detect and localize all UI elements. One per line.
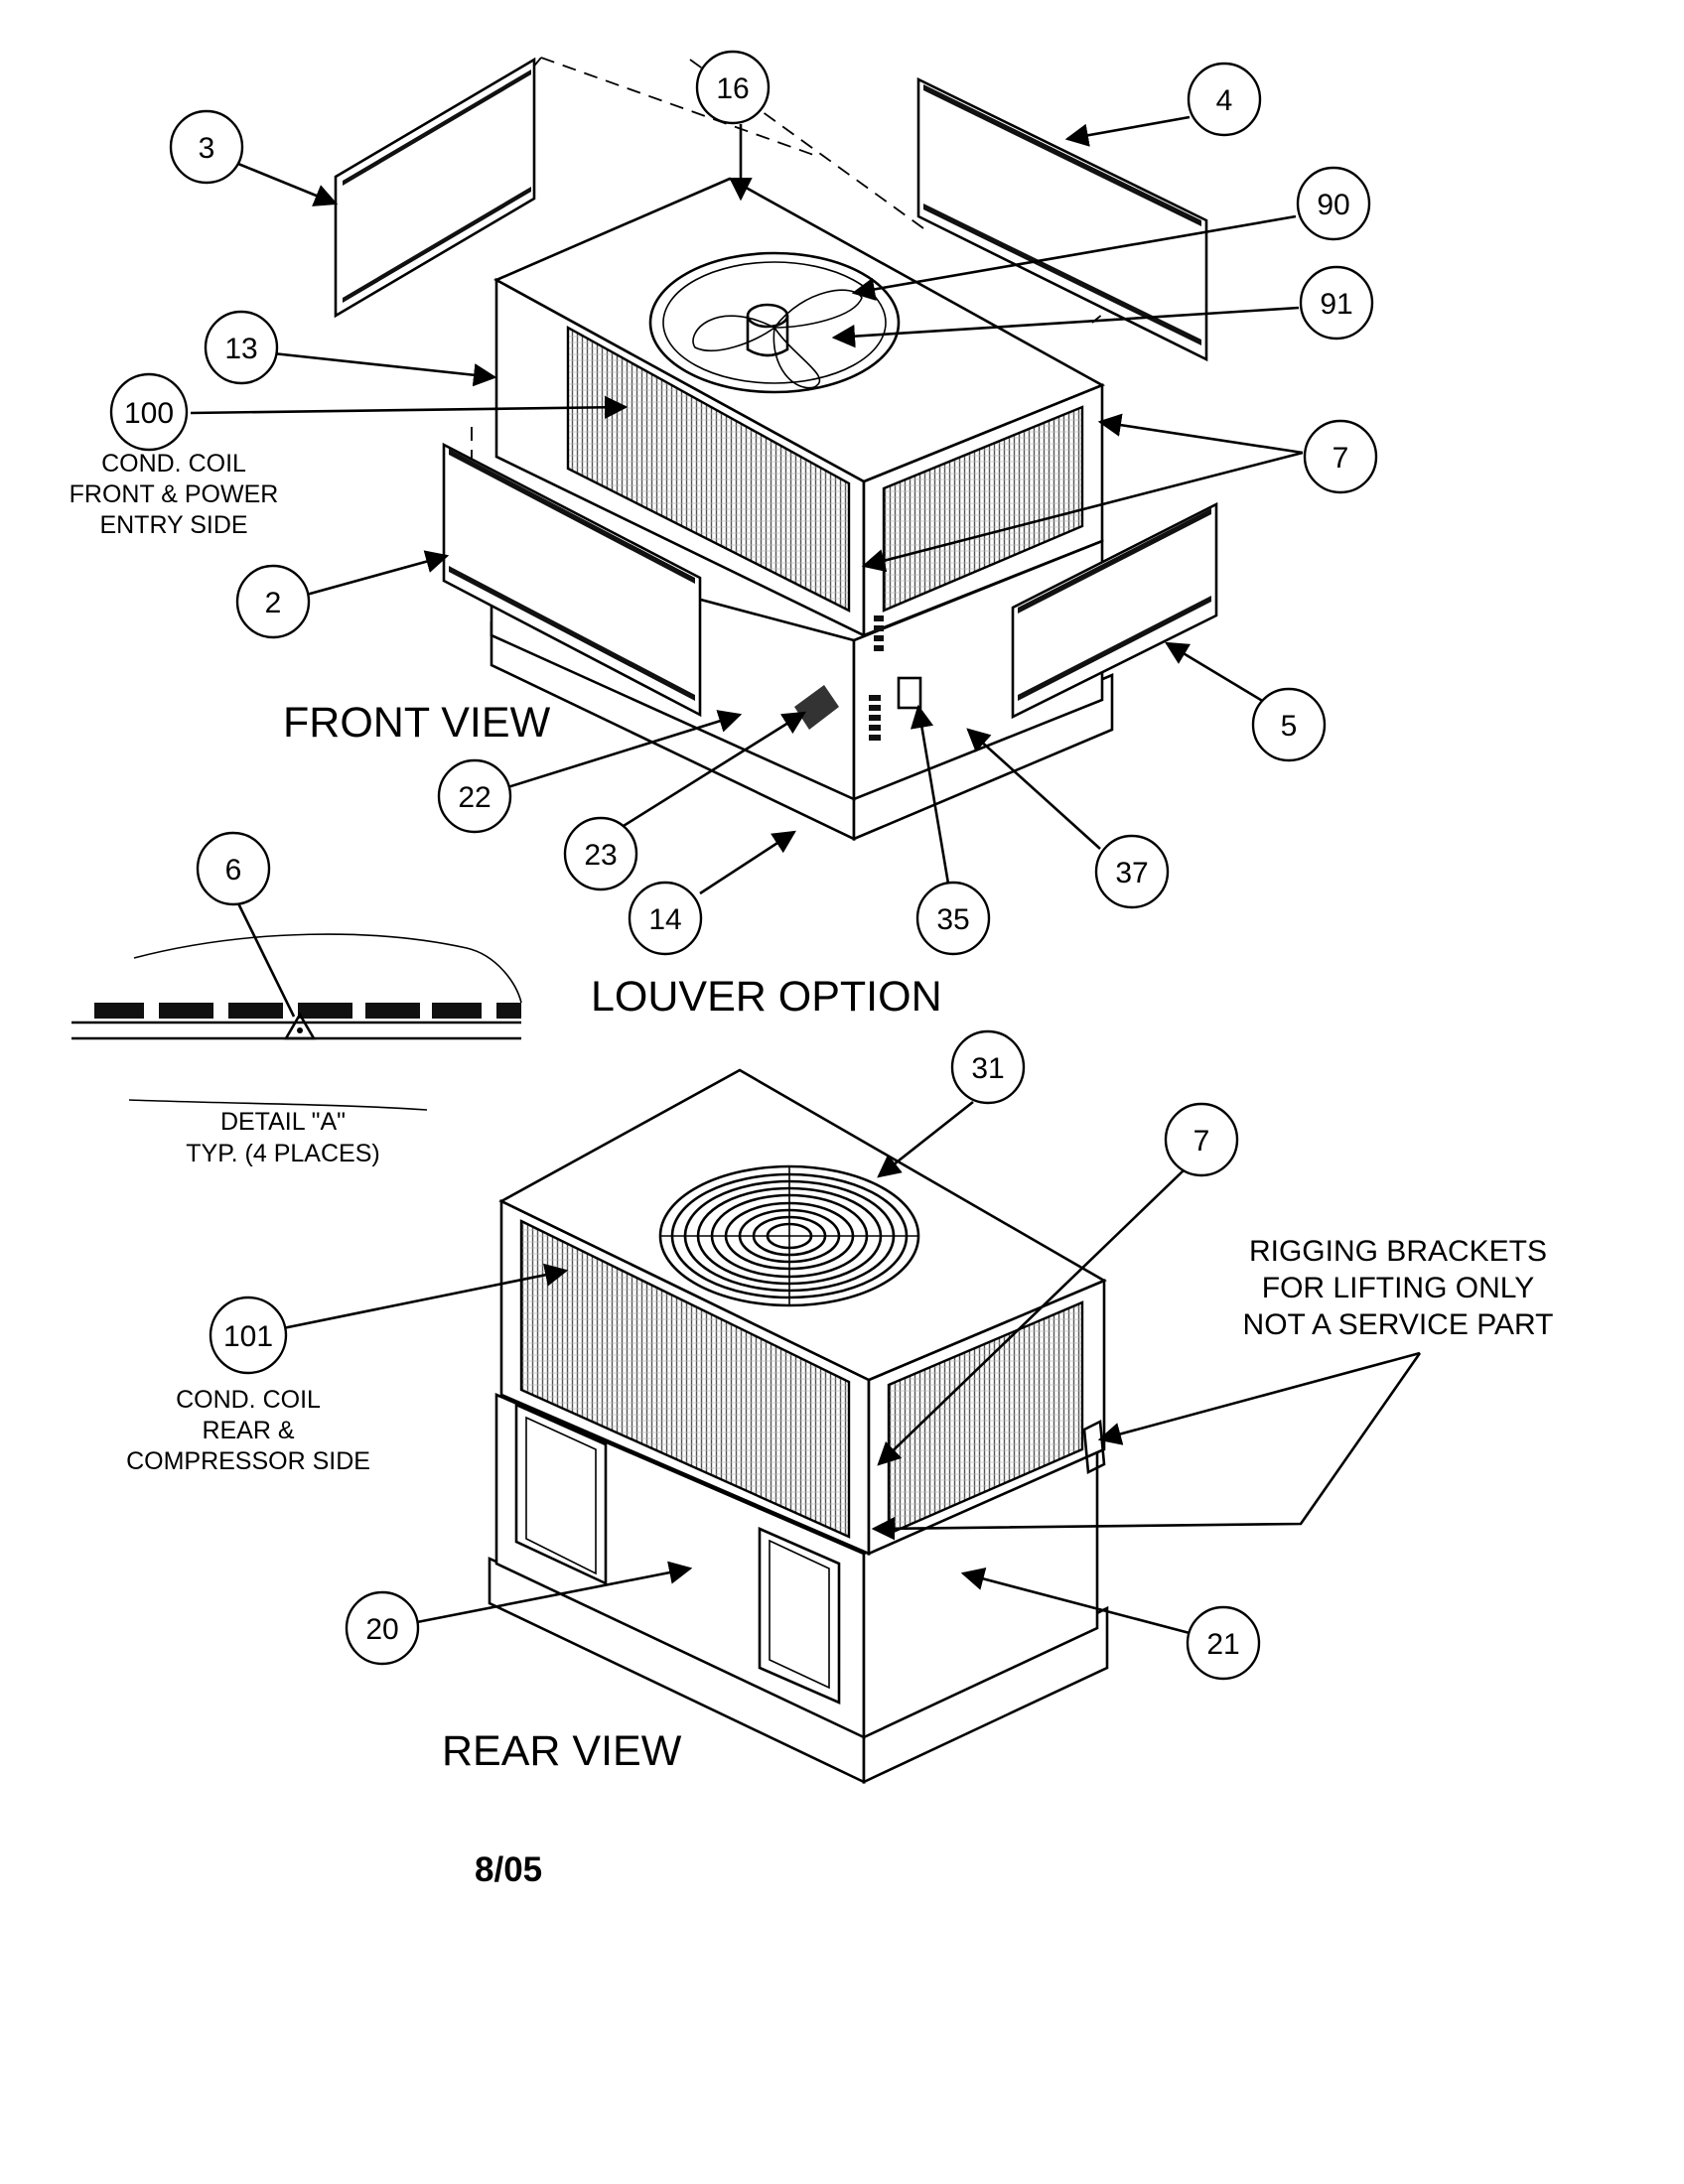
note-coil-rear: COND. COIL REAR & COMPRESSOR SIDE [126, 1386, 370, 1475]
callout-101: 101 [209, 1296, 288, 1375]
callout-91-label: 91 [1320, 288, 1352, 321]
callout-31: 31 [950, 1029, 1026, 1105]
rear-access-opening-right [758, 1527, 841, 1705]
rear-view-unit [488, 1068, 1109, 1785]
callout-5-label: 5 [1281, 710, 1298, 743]
callout-100-label: 100 [124, 397, 174, 430]
callout-16: 16 [695, 50, 771, 125]
note-rigging-line2: FOR LIFTING ONLY [1262, 1272, 1534, 1304]
callout-7-front-label: 7 [1333, 442, 1349, 475]
panel-4 [916, 76, 1208, 362]
callout-13-label: 13 [224, 333, 257, 365]
detail-louver-slots [94, 1003, 521, 1019]
callout-7-rear: 7 [1164, 1102, 1239, 1177]
callout-4: 4 [1187, 62, 1262, 137]
rear-access-opening-left [514, 1402, 608, 1586]
callout-101-label: 101 [223, 1320, 273, 1353]
callout-4-label: 4 [1216, 84, 1233, 117]
vent-slots-35 [869, 615, 884, 741]
note-coil-rear-line3: COMPRESSOR SIDE [126, 1447, 370, 1475]
callout-6-label: 6 [225, 854, 242, 887]
callout-7-front: 7 [1303, 419, 1378, 494]
callout-37: 37 [1094, 834, 1170, 909]
front-view-unit [334, 57, 1218, 842]
callout-2-label: 2 [265, 587, 282, 619]
callout-3-label: 3 [199, 132, 215, 165]
callout-23-label: 23 [584, 839, 617, 872]
note-coil-front-line2: FRONT & POWER [70, 480, 279, 508]
rigging-bracket [1082, 1419, 1106, 1475]
note-detail-a-line1: DETAIL "A" [220, 1108, 346, 1136]
note-coil-front-line1: COND. COIL [101, 450, 246, 478]
note-rigging-line1: RIGGING BRACKETS [1249, 1235, 1547, 1268]
louver-option-label: LOUVER OPTION [591, 973, 942, 1021]
callout-20-label: 20 [365, 1613, 398, 1646]
callout-22-label: 22 [458, 781, 491, 814]
callout-20: 20 [345, 1590, 420, 1666]
callout-16-label: 16 [716, 72, 749, 105]
panel-5 [1011, 501, 1218, 720]
note-coil-front-line3: ENTRY SIDE [99, 511, 247, 539]
note-detail-a-line2: TYP. (4 PLACES) [186, 1140, 379, 1167]
callout-91: 91 [1299, 265, 1374, 341]
callout-5: 5 [1251, 687, 1327, 762]
callout-6: 6 [196, 831, 271, 906]
rear-view-label: REAR VIEW [442, 1727, 682, 1775]
callout-37-label: 37 [1115, 857, 1148, 889]
coil-front-surface [566, 325, 851, 613]
note-rigging-line3: NOT A SERVICE PART [1243, 1308, 1554, 1341]
detail-a [71, 933, 522, 1111]
fan-grille [658, 1164, 920, 1307]
note-rigging: RIGGING BRACKETS FOR LIFTING ONLY NOT A … [1243, 1235, 1554, 1341]
panel-3 [334, 57, 536, 319]
panel-2 [442, 442, 702, 718]
front-view-label: FRONT VIEW [283, 699, 551, 747]
callout-21-label: 21 [1206, 1628, 1239, 1661]
note-detail-a: DETAIL "A" TYP. (4 PLACES) [186, 1108, 379, 1167]
callout-90: 90 [1296, 166, 1371, 241]
callout-21: 21 [1186, 1605, 1261, 1681]
leader-lines [190, 115, 1422, 1635]
callout-14-label: 14 [648, 903, 681, 936]
fan-orifice [648, 251, 901, 394]
control-box-35 [897, 676, 922, 710]
note-coil-rear-line2: REAR & [202, 1417, 294, 1444]
rear-top-cover [498, 1068, 1107, 1382]
callout-14: 14 [628, 881, 703, 956]
callout-3: 3 [169, 109, 244, 185]
callout-31-label: 31 [971, 1052, 1004, 1085]
revision-date: 8/05 [475, 1850, 542, 1889]
note-coil-rear-line1: COND. COIL [176, 1386, 321, 1414]
callout-35-label: 35 [936, 903, 969, 936]
top-cover [493, 177, 1106, 483]
callout-90-label: 90 [1317, 189, 1349, 221]
callout-2: 2 [235, 564, 311, 639]
callout-100: 100 [109, 372, 189, 452]
callout-35: 35 [915, 881, 991, 956]
callout-22: 22 [437, 758, 512, 834]
callout-7-rear-label: 7 [1193, 1125, 1210, 1158]
callout-13: 13 [204, 310, 279, 385]
callout-23: 23 [563, 816, 638, 891]
note-coil-front: COND. COIL FRONT & POWER ENTRY SIDE [70, 450, 279, 539]
rear-coil-left [519, 1219, 851, 1539]
